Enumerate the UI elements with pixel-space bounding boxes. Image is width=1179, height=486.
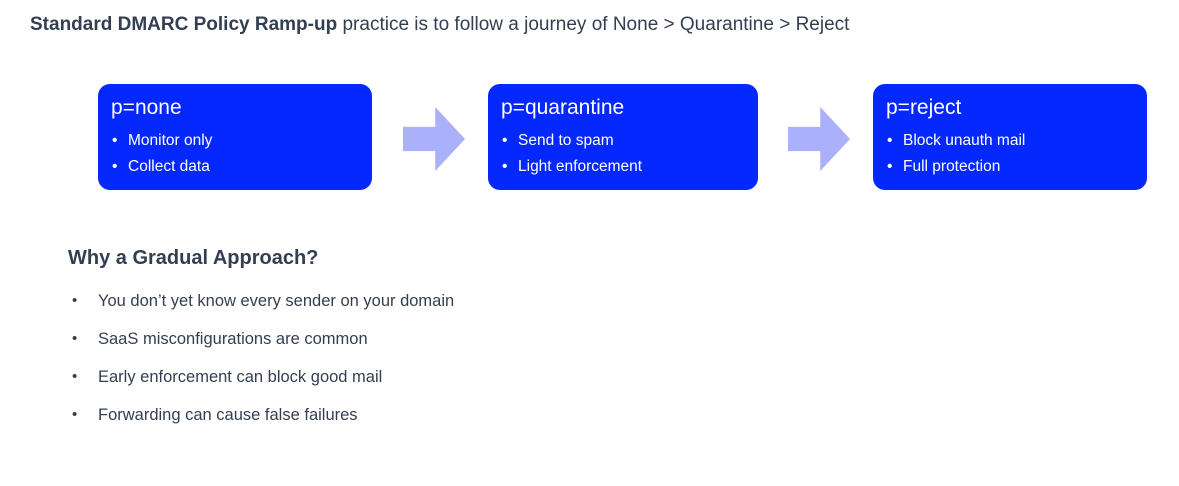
page-title-rest: practice is to follow a journey of None … bbox=[337, 14, 850, 35]
stage-bullet-list: Block unauth mail Full protection bbox=[886, 128, 1139, 180]
stage-heading: p=reject bbox=[886, 96, 962, 119]
stage-bullet: Collect data bbox=[111, 154, 364, 180]
stage-heading: p=none bbox=[111, 96, 182, 119]
list-item: SaaS misconfigurations are common bbox=[70, 320, 770, 358]
page-title: Standard DMARC Policy Ramp-up practice i… bbox=[30, 13, 849, 37]
stage-bullet: Monitor only bbox=[111, 128, 364, 154]
stage-bullet-list: Monitor only Collect data bbox=[111, 128, 364, 180]
page-title-emphasis: Standard DMARC Policy Ramp-up bbox=[30, 14, 338, 35]
arrow-right-icon bbox=[788, 107, 850, 171]
stage-bullet: Light enforcement bbox=[501, 154, 750, 180]
stage-box-reject: p=reject Block unauth mail Full protecti… bbox=[873, 84, 1147, 190]
stage-bullet: Send to spam bbox=[501, 128, 750, 154]
why-bullet-list: You don’t yet know every sender on your … bbox=[70, 282, 770, 434]
list-item: Forwarding can cause false failures bbox=[70, 396, 770, 434]
arrow-right-icon bbox=[403, 107, 465, 171]
section-heading: Why a Gradual Approach? bbox=[68, 247, 319, 269]
list-item: You don’t yet know every sender on your … bbox=[70, 282, 770, 320]
stage-bullet: Full protection bbox=[886, 154, 1139, 180]
stage-bullet: Block unauth mail bbox=[886, 128, 1139, 154]
list-item: Early enforcement can block good mail bbox=[70, 358, 770, 396]
stage-heading: p=quarantine bbox=[501, 96, 625, 119]
stage-bullet-list: Send to spam Light enforcement bbox=[501, 128, 750, 180]
stage-box-none: p=none Monitor only Collect data bbox=[98, 84, 372, 190]
stage-box-quarantine: p=quarantine Send to spam Light enforcem… bbox=[488, 84, 758, 190]
